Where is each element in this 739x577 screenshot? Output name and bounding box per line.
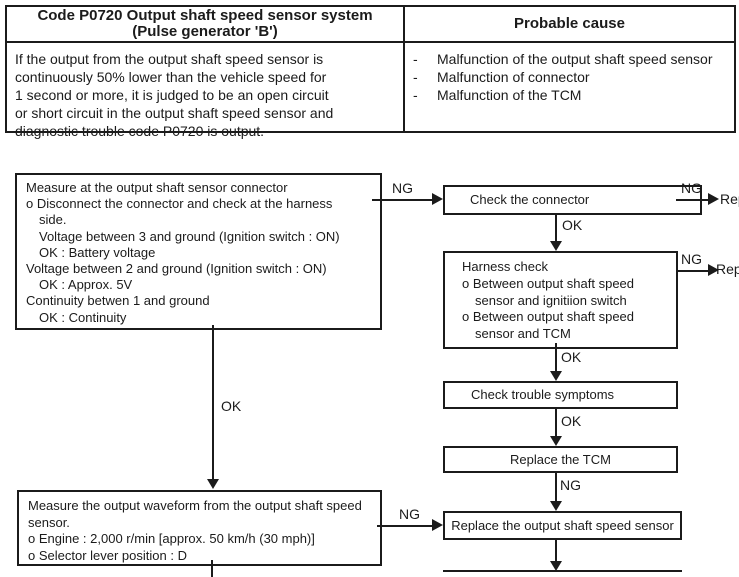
edge-label-ng: NG	[681, 180, 702, 196]
edge-label-ok: OK	[561, 349, 582, 365]
table-header-divider	[7, 41, 734, 43]
edge-label-ok: OK	[562, 217, 583, 233]
cause-text: Malfunction of the output shaft speed se…	[437, 51, 713, 67]
description-line: If the output from the output shaft spee…	[15, 51, 324, 67]
flow-line-text: sensor.	[28, 514, 70, 530]
flow-line-text: Voltage between 2 and ground (Ignition s…	[26, 261, 327, 277]
dash-bullet: -	[413, 69, 418, 85]
flow-line-text: Continuity betwen 1 and ground	[26, 293, 210, 309]
description-line: or short circuit in the output shaft spe…	[15, 105, 334, 121]
description-line: 1 second or more, it is judged to be an …	[15, 87, 329, 103]
arrow-right-icon	[432, 193, 443, 205]
flow-box-measure-connector: Measure at the output shaft sensor conne…	[15, 173, 382, 330]
flow-line-text: side.	[39, 212, 67, 228]
flow-line-text: OK : Approx. 5V	[39, 277, 133, 293]
flow-box-replace-sensor: Replace the output shaft speed sensor	[443, 511, 682, 540]
edge-line-ng-box1	[372, 199, 434, 201]
arrow-down-icon	[550, 501, 562, 511]
flow-line-text: o Selector lever position : D	[28, 547, 187, 563]
arrow-down-icon	[207, 479, 219, 489]
edge-label-ng: NG	[560, 477, 581, 493]
arrow-right-icon	[708, 264, 719, 276]
edge-line-ng-tcm	[555, 471, 557, 503]
flow-line-text: Measure the output waveform from the out…	[28, 498, 362, 513]
arrow-down-icon	[550, 561, 562, 571]
dtc-code-title-line2: (Pulse generator 'B')	[132, 23, 278, 40]
description-line: continuously 50% lower than the vehicle …	[15, 69, 327, 85]
dash-bullet: -	[413, 87, 418, 103]
cause-item: - Malfunction of the output shaft speed …	[405, 50, 734, 68]
flow-box-label: Replace the output shaft speed sensor	[451, 518, 674, 533]
flow-box-label: Replace the TCM	[510, 452, 611, 467]
arrow-down-icon	[550, 241, 562, 251]
flow-box-label: Check trouble symptoms	[471, 387, 615, 402]
edge-label-rep: Rep.	[716, 261, 739, 277]
cause-text: Malfunction of the TCM	[437, 87, 582, 103]
edge-line-ok-connector	[555, 213, 557, 243]
edge-label-ng: NG	[681, 251, 702, 267]
flow-line-text: Voltage between 3 and ground (Ignition s…	[39, 228, 340, 244]
arrow-down-icon	[550, 436, 562, 446]
flow-line-text: Measure at the output shaft sensor conne…	[26, 180, 288, 195]
flow-line-text: o Disconnect the connector and check at …	[26, 196, 333, 212]
edge-line-ng-box2	[377, 525, 434, 527]
flow-box-replace-tcm: Replace the TCM	[443, 446, 678, 473]
flow-box-check-trouble-symptoms: Check trouble symptoms	[443, 381, 678, 409]
flow-line-text: sensor and ignitiion switch	[475, 292, 627, 308]
dtc-code-header: Code P0720 Output shaft speed sensor sys…	[7, 7, 403, 41]
edge-label-rep: Rep	[720, 191, 739, 207]
flow-line-text: o Between output shaft speed	[462, 275, 635, 291]
dtc-code-title-line1: Code P0720 Output shaft speed sensor sys…	[37, 7, 373, 24]
description-line: diagnostic trouble code P0720 is output.	[15, 123, 265, 139]
dtc-description-cell: If the output from the output shaft spee…	[7, 43, 417, 140]
edge-line-ok-box1	[212, 325, 214, 481]
flow-line-text: o Engine : 2,000 r/min [approx. 50 km/h …	[28, 531, 315, 546]
edge-line-ng-harness	[676, 270, 712, 272]
edge-line-ok-harness	[555, 343, 557, 373]
cause-text: Malfunction of connector	[437, 69, 590, 85]
edge-label-ok: OK	[221, 398, 242, 414]
dtc-info-table: Code P0720 Output shaft speed sensor sys…	[5, 5, 736, 139]
cause-item: - Malfunction of the TCM	[405, 86, 734, 104]
dash-bullet: -	[413, 51, 418, 67]
probable-cause-cell: - Malfunction of the output shaft speed …	[405, 43, 734, 104]
edge-line-ng-connector	[676, 199, 712, 201]
table-column-divider	[403, 7, 405, 131]
arrow-right-icon	[432, 519, 443, 531]
flow-line-text: OK : Continuity	[39, 309, 127, 325]
edge-line-replace-sensor-down	[555, 539, 557, 563]
arrow-down-icon	[550, 371, 562, 381]
flow-line-text: o Between output shaft speed	[462, 309, 635, 325]
flow-line-text: OK : Battery voltage	[39, 244, 156, 260]
flow-box-harness-check: Harness check o Between output shaft spe…	[443, 251, 678, 349]
flow-line-text: sensor and TCM	[475, 326, 571, 342]
cause-item: - Malfunction of connector	[405, 68, 734, 86]
flow-box-label: Check the connector	[470, 192, 590, 207]
probable-cause-title: Probable cause	[514, 15, 625, 32]
arrow-right-icon	[708, 193, 719, 205]
edge-line-ok-symptoms	[555, 407, 557, 438]
flow-line-text: Harness check	[462, 259, 548, 274]
flow-box-measure-waveform: Measure the output waveform from the out…	[17, 490, 382, 566]
edge-label-ng: NG	[399, 506, 420, 522]
cutoff-box-top-edge	[443, 570, 682, 572]
edge-label-ng: NG	[392, 180, 413, 196]
edge-label-ok: OK	[561, 413, 582, 429]
probable-cause-header: Probable cause	[405, 7, 734, 41]
flow-box-check-connector: Check the connector	[443, 185, 702, 215]
edge-line-box2-down	[211, 560, 213, 577]
